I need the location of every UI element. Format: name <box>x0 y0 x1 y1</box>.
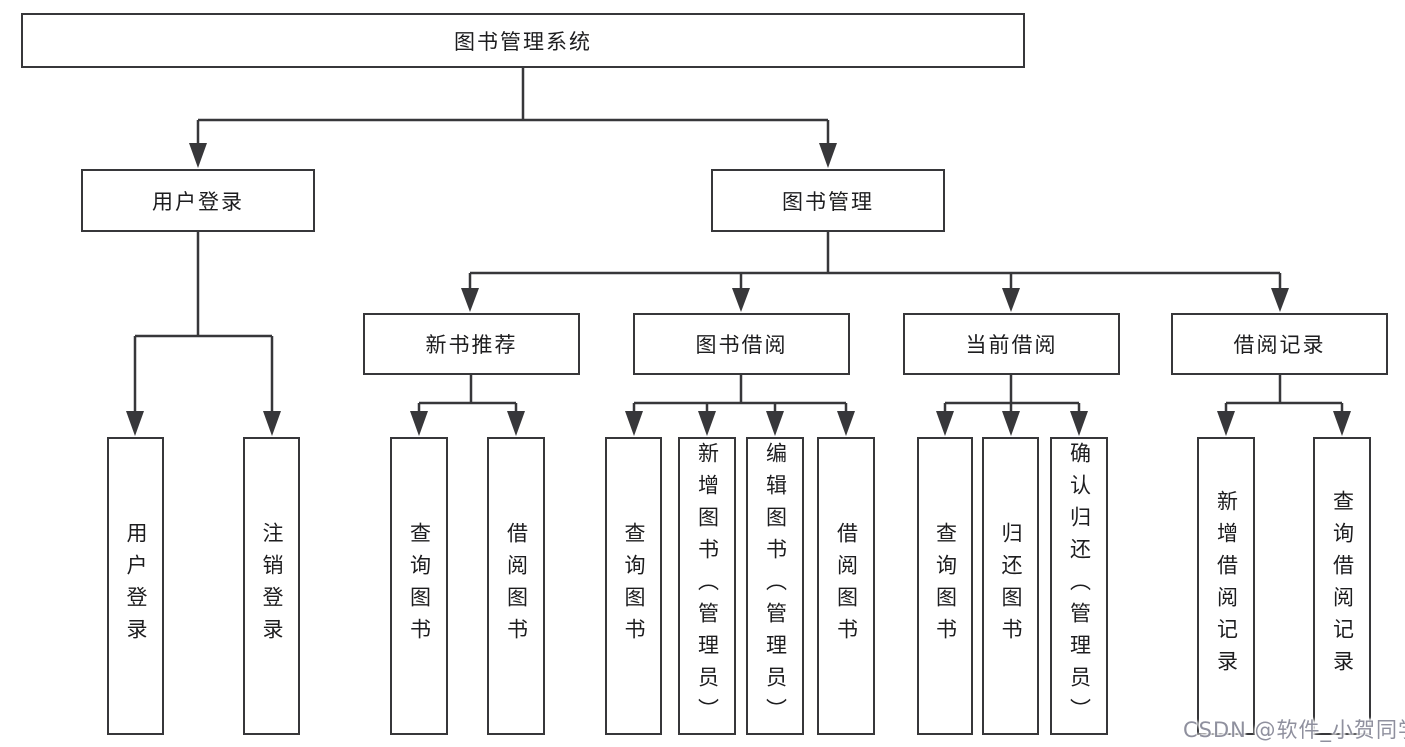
node-book-management: 图书管理 <box>711 169 945 232</box>
node-root-label: 图书管理系统 <box>454 29 592 54</box>
node-book-management-label: 图书管理 <box>782 189 874 214</box>
leaf-borrow-borrow: 借阅图书 <box>817 437 875 735</box>
leaf-current-confirm-admin: 确认归还（管理员） <box>1050 437 1108 735</box>
leaf-newbook-query: 查询图书 <box>390 437 448 735</box>
leaf-borrow-query: 查询图书 <box>605 437 662 735</box>
leaf-record-add-label: 新增借阅记录 <box>1214 490 1239 682</box>
node-user-login: 用户登录 <box>81 169 315 232</box>
leaf-user-login: 用户登录 <box>107 437 164 735</box>
node-new-book-recommend: 新书推荐 <box>363 313 580 375</box>
leaf-borrow-add-admin: 新增图书（管理员） <box>678 437 736 735</box>
leaf-current-query-label: 查询图书 <box>933 522 958 650</box>
leaf-current-query: 查询图书 <box>917 437 973 735</box>
leaf-borrow-edit-admin-label: 编辑图书（管理员） <box>763 442 788 730</box>
node-borrow-records: 借阅记录 <box>1171 313 1388 375</box>
leaf-borrow-add-admin-label: 新增图书（管理员） <box>695 442 720 730</box>
leaf-logout: 注销登录 <box>243 437 300 735</box>
node-current-borrow-label: 当前借阅 <box>965 333 1058 357</box>
leaf-record-query-label: 查询借阅记录 <box>1330 490 1355 682</box>
node-root-system: 图书管理系统 <box>21 13 1025 68</box>
leaf-borrow-query-label: 查询图书 <box>622 522 646 650</box>
node-borrow-records-label: 借阅记录 <box>1233 333 1326 357</box>
leaf-logout-label: 注销登录 <box>260 522 284 650</box>
leaf-newbook-query-label: 查询图书 <box>407 522 432 650</box>
node-new-book-recommend-label: 新书推荐 <box>425 333 518 357</box>
node-current-borrow: 当前借阅 <box>903 313 1120 375</box>
csdn-watermark: CSDN @软件_小贺同学 <box>1183 718 1405 742</box>
node-user-login-label: 用户登录 <box>152 189 244 214</box>
leaf-current-return: 归还图书 <box>982 437 1039 735</box>
node-book-borrow: 图书借阅 <box>633 313 850 375</box>
leaf-record-query: 查询借阅记录 <box>1313 437 1371 735</box>
leaf-record-add: 新增借阅记录 <box>1197 437 1255 735</box>
node-book-borrow-label: 图书借阅 <box>695 333 788 357</box>
leaf-newbook-borrow-label: 借阅图书 <box>504 522 529 650</box>
leaf-borrow-borrow-label: 借阅图书 <box>834 522 859 650</box>
leaf-current-confirm-admin-label: 确认归还（管理员） <box>1067 442 1092 730</box>
leaf-user-login-label: 用户登录 <box>124 522 148 650</box>
leaf-newbook-borrow: 借阅图书 <box>487 437 545 735</box>
leaf-borrow-edit-admin: 编辑图书（管理员） <box>746 437 804 735</box>
leaf-current-return-label: 归还图书 <box>999 522 1023 650</box>
